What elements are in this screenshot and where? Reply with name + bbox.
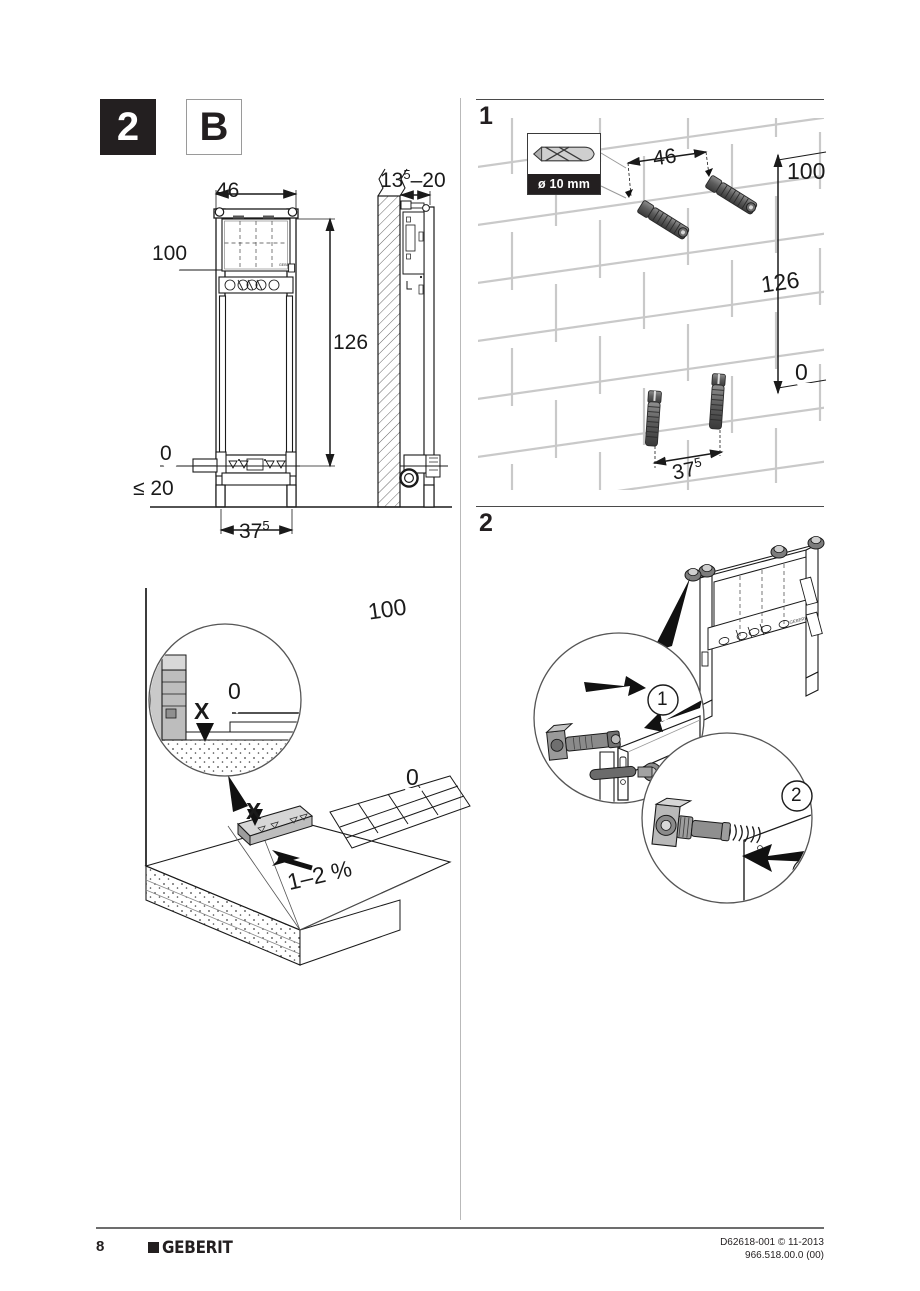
elevation-width-label: 46	[216, 179, 240, 202]
elevation-top-level-label: 100	[152, 242, 188, 265]
logo-square-icon	[148, 1242, 159, 1253]
brand-name: GEBERIT	[162, 1238, 233, 1257]
level-marker-triangle-step1-0	[796, 383, 816, 396]
footer-divider	[96, 1227, 824, 1229]
drill-bit-tool-box: ø 10 mm	[527, 133, 601, 195]
chapter-badge-label: 2	[116, 105, 140, 149]
elevation-depth-label: 375	[239, 518, 270, 543]
max-gap-label: ≤ 20	[133, 477, 174, 500]
variant-badge: B	[186, 99, 242, 155]
level-marker-triangle-tile-0	[404, 788, 424, 801]
article-code: 966.518.00.0 (00)	[745, 1250, 824, 1262]
svg-text:GEBERIT: GEBERIT	[279, 263, 296, 267]
step1-spacing-lower-label: 375	[670, 454, 703, 485]
elevation-height-label: 126	[333, 331, 369, 354]
step2-rule	[476, 506, 824, 507]
step1-number: 1	[479, 102, 493, 130]
level-marker-triangle-step1-100	[796, 185, 816, 198]
step1-height-label: 126	[759, 266, 801, 298]
drill-bit-icon	[528, 134, 600, 174]
tile-zero-level-label: 0	[406, 764, 419, 790]
document-codes: D62618-001 © 11-2013 966.518.00.0 (00)	[720, 1236, 824, 1262]
column-divider	[460, 98, 461, 1220]
wall-thickness-label: 135–20	[380, 167, 446, 192]
level-marker-triangle-floor-100	[375, 622, 395, 635]
geberit-logo: GEBERIT	[148, 1238, 239, 1257]
step2-number: 2	[479, 509, 493, 537]
step1-zero-level-label: 0	[795, 359, 808, 385]
elevation-zero-level-label: 0	[160, 442, 172, 465]
step1-top-level-label: 100	[787, 158, 826, 184]
slope-label: 1–2 %	[284, 855, 355, 896]
level-marker-triangle-0	[160, 461, 180, 474]
floor-top-level-label: 100	[366, 593, 408, 625]
callout-two-label: 2	[791, 785, 802, 806]
doc-code: D62618-001 © 11-2013	[720, 1237, 824, 1248]
level-marker-triangle-detail-0	[227, 701, 247, 714]
svg-text:GEBERIT: GEBERIT	[789, 615, 809, 625]
step1-spacing-horizontal-label: 46	[651, 144, 678, 171]
page-number: 8	[96, 1238, 105, 1255]
chapter-badge: 2	[100, 99, 156, 155]
variant-badge-label: B	[199, 105, 229, 149]
detail-x-marker-label: X	[194, 698, 210, 724]
step1-rule	[476, 99, 824, 100]
detail-zero-level-label: 0	[228, 678, 241, 704]
drill-bit-size-label: ø 10 mm	[528, 174, 600, 194]
floor-x-marker-label: X	[246, 798, 262, 824]
level-marker-triangle-100	[163, 265, 183, 278]
callout-one-label: 1	[657, 689, 668, 710]
